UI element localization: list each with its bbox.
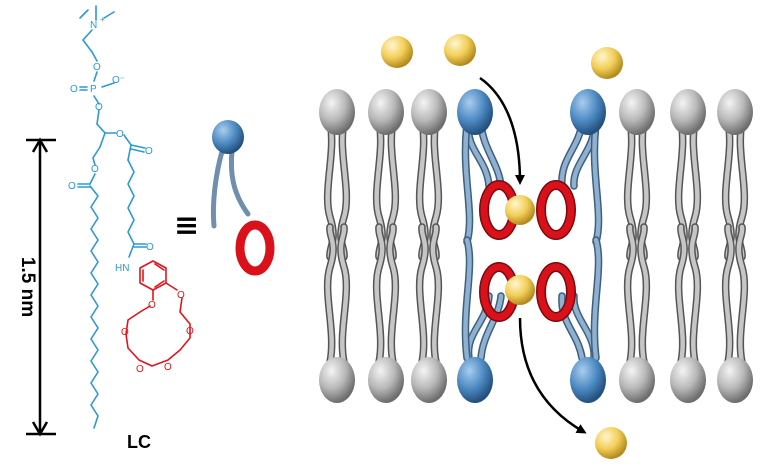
lipid-tail-highlight <box>325 224 336 365</box>
lipid-tail-highlight <box>430 224 441 365</box>
crown-atom-labels: O O O O O O <box>121 290 194 375</box>
carrier-tail-highlight <box>592 237 601 361</box>
equivalence-symbol: ≡ <box>174 208 199 243</box>
lipid-head <box>670 89 706 135</box>
atom-n-charge: + <box>100 15 105 24</box>
atom-o: O <box>146 242 154 253</box>
crown-ring-highlight <box>537 181 575 239</box>
scale-label: 1.5 nm <box>17 257 38 317</box>
lipid-tail-highlight <box>689 224 700 365</box>
arrow-in <box>479 76 525 185</box>
atom-o: O <box>186 326 194 337</box>
atom-o: O <box>145 146 153 157</box>
scale-bar: 1.5 nm <box>17 137 56 437</box>
lipid-tail-highlight <box>338 224 349 365</box>
metal-ion <box>444 34 476 66</box>
choline-group <box>77 5 147 429</box>
lipid-head <box>411 357 447 403</box>
transport-arrows <box>479 76 587 434</box>
crown-ring-highlight <box>537 263 575 321</box>
lipid-head <box>319 89 355 135</box>
atom-o: O <box>148 300 156 311</box>
lipid-head <box>619 89 655 135</box>
metal-ion <box>505 275 535 305</box>
lipid-tail-highlight <box>736 224 747 365</box>
carrier-tail-highlight <box>559 293 585 361</box>
lipid-head <box>717 89 753 135</box>
lipid-atom-labels: N + O P O O⁻ O O O O O O HN <box>68 15 154 274</box>
metal-ion <box>595 427 627 459</box>
arrow-out <box>518 317 587 434</box>
atom-o: O <box>91 164 99 175</box>
lipid-head <box>717 357 753 403</box>
lipid-head <box>670 357 706 403</box>
atom-o: O <box>95 102 103 113</box>
lipid-head <box>570 89 606 135</box>
crown-ether-group <box>125 260 191 367</box>
carrier-tail-highlight <box>463 237 472 361</box>
lipid-head <box>368 89 404 135</box>
metal-ion <box>381 36 413 68</box>
atom-p: P <box>90 84 97 95</box>
lipid-head <box>319 357 355 403</box>
lipid-head <box>619 357 655 403</box>
lipid-head <box>457 89 493 135</box>
crown-ring <box>235 220 275 276</box>
lipid-bilayer <box>319 89 753 403</box>
lc-cartoon <box>210 120 275 276</box>
lipid-tail-highlight <box>374 224 385 365</box>
atom-o: O <box>136 364 144 375</box>
atom-o: O <box>70 84 78 95</box>
lipid-head <box>570 357 606 403</box>
lc-head <box>212 120 244 154</box>
carrier-tail-highlight <box>592 121 601 245</box>
lipid-tail-highlight <box>638 224 649 365</box>
lipid-tail-highlight <box>387 224 398 365</box>
atom-o: O <box>68 181 76 192</box>
ion-layer <box>381 34 627 459</box>
atom-o: O <box>116 129 124 140</box>
atom-o: O <box>164 362 172 373</box>
atom-o-minus: O⁻ <box>112 75 125 86</box>
carrier-tail-highlight <box>463 121 472 245</box>
molecule-name: LC <box>127 432 151 452</box>
lipid-tail-highlight <box>723 224 734 365</box>
lc-structure: N + O P O O⁻ O O O O O O HN O O O O O O … <box>68 5 194 452</box>
atom-o: O <box>121 327 129 338</box>
metal-ion <box>591 47 623 79</box>
atom-o: O <box>177 290 185 301</box>
lipid-head <box>368 357 404 403</box>
atom-n: N <box>90 20 97 31</box>
metal-ion <box>505 195 535 225</box>
lipid-tail-highlight <box>676 224 687 365</box>
lipid-head <box>457 357 493 403</box>
lipid-tail-highlight <box>625 224 636 365</box>
carrier-tail-highlight <box>478 293 504 361</box>
atom-hn: HN <box>115 263 129 274</box>
atom-o: O <box>93 62 101 73</box>
lipid-tail-highlight <box>417 224 428 365</box>
lipid-head <box>411 89 447 135</box>
